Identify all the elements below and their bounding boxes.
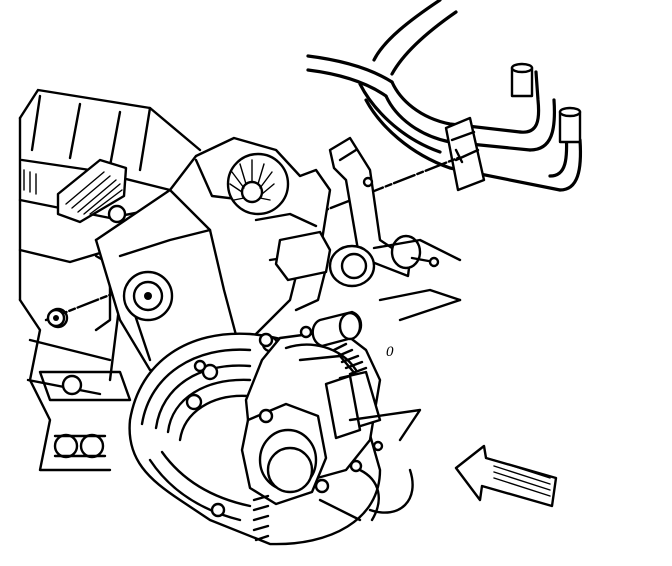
vent-grille-icon [56, 158, 128, 224]
bolt-icon [46, 308, 313, 373]
callout-label: 0 [386, 344, 394, 360]
fan-pulley-icon [226, 152, 290, 216]
water-inlet-icon [274, 230, 462, 522]
outlet-flange-icon [240, 402, 330, 506]
timing-cover-icon [94, 136, 332, 374]
view-direction-arrow-icon [454, 444, 558, 508]
coolant-housing-icon [240, 310, 382, 542]
crank-pulley-icon [122, 270, 174, 322]
heater-hose-pipes-icon [306, 0, 583, 192]
